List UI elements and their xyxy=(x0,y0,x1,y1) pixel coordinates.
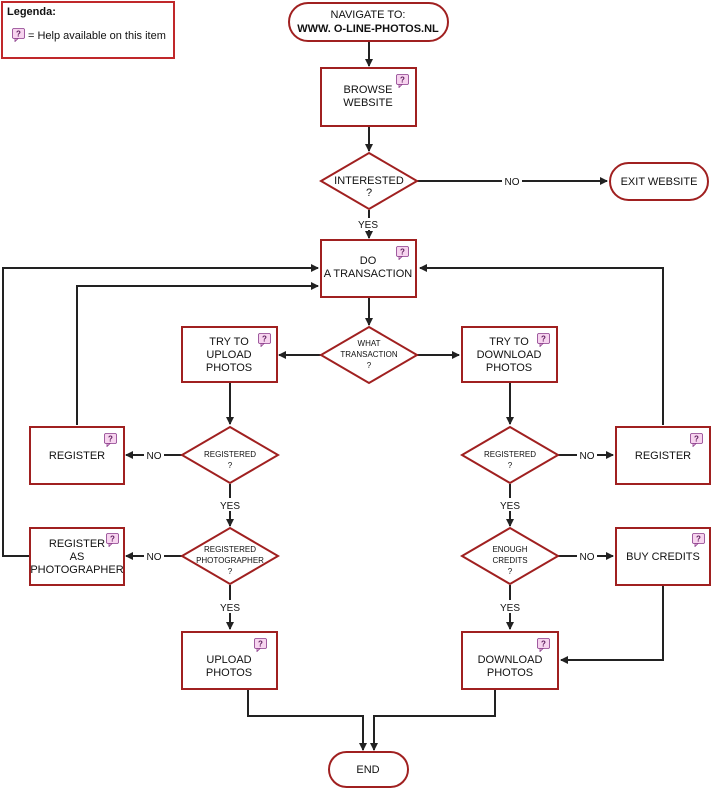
node-registered-photographer: REGISTERED PHOTOGRAPHER ? xyxy=(180,526,280,586)
edges xyxy=(2,41,664,751)
edge-register-right-transaction xyxy=(419,264,664,425)
svg-text:DO: DO xyxy=(360,255,377,267)
node-browse: BROWSE WEBSITE xyxy=(320,67,417,127)
label-no-exit: NO xyxy=(505,177,520,188)
svg-text:REGISTERED: REGISTERED xyxy=(484,450,536,459)
svg-text:CREDITS: CREDITS xyxy=(492,556,527,565)
node-register-right: REGISTER xyxy=(615,426,711,485)
label-yes-registered-right: YES xyxy=(500,501,520,512)
svg-text:TRY TO: TRY TO xyxy=(489,336,529,348)
label-yes-photog: YES xyxy=(220,603,240,614)
label-yes-credits: YES xyxy=(500,603,520,614)
svg-text:PHOTOS: PHOTOS xyxy=(486,362,532,374)
svg-text:INTERESTED: INTERESTED xyxy=(334,175,404,187)
node-upload: UPLOAD PHOTOS xyxy=(181,631,278,690)
svg-text:A TRANSACTION: A TRANSACTION xyxy=(324,268,412,280)
svg-text:REGISTERED: REGISTERED xyxy=(204,450,256,459)
svg-text:NAVIGATE TO:: NAVIGATE TO: xyxy=(331,9,406,21)
svg-text:UPLOAD: UPLOAD xyxy=(206,654,251,666)
node-transaction: DO A TRANSACTION xyxy=(320,239,417,298)
node-try-upload: TRY TO UPLOAD PHOTOS xyxy=(181,326,278,383)
svg-text:TRY TO: TRY TO xyxy=(209,336,249,348)
legend-title: Legenda: xyxy=(7,6,56,18)
node-navigate: NAVIGATE TO: WWW. O-LINE-PHOTOS.NL xyxy=(288,2,449,42)
node-enough-credits: ENOUGH CREDITS ? xyxy=(460,526,560,586)
node-register-left: REGISTER xyxy=(29,426,125,485)
legend-help-text: = Help available on this item xyxy=(28,30,166,42)
legend: Legenda: = Help available on this item xyxy=(1,1,175,59)
svg-text:?: ? xyxy=(228,461,233,470)
svg-text:TRANSACTION: TRANSACTION xyxy=(340,350,398,359)
svg-text:PHOTOS: PHOTOS xyxy=(206,362,252,374)
node-try-download: TRY TO DOWNLOAD PHOTOS xyxy=(461,326,558,383)
svg-text:PHOTOS: PHOTOS xyxy=(206,667,252,679)
node-exit: EXIT WEBSITE xyxy=(609,162,709,201)
svg-text:REGISTERED: REGISTERED xyxy=(204,545,256,554)
svg-text:REGISTER: REGISTER xyxy=(49,538,105,550)
edge-upload-end xyxy=(247,690,367,751)
node-registered-right: REGISTERED ? xyxy=(460,425,560,485)
svg-text:?: ? xyxy=(367,361,372,370)
svg-text:WWW. O-LINE-PHOTOS.NL: WWW. O-LINE-PHOTOS.NL xyxy=(297,23,439,35)
node-download: DOWNLOAD PHOTOS xyxy=(461,631,559,690)
edge-labels: NO YES NO YES NO YES NO YES NO YES xyxy=(144,174,597,614)
svg-text:DOWNLOAD: DOWNLOAD xyxy=(477,349,542,361)
svg-text:PHOTOGRAPHER: PHOTOGRAPHER xyxy=(30,564,123,576)
node-what-transaction: WHAT TRANSACTION ? xyxy=(319,325,419,385)
node-register-photographer: REGISTER AS PHOTOGRAPHER xyxy=(29,527,125,586)
edge-register-photog-transaction xyxy=(2,264,319,557)
legend-box xyxy=(1,1,175,59)
svg-text:BROWSE: BROWSE xyxy=(344,84,393,96)
svg-text:ENOUGH: ENOUGH xyxy=(492,545,527,554)
node-end: END xyxy=(328,751,409,788)
svg-text:?: ? xyxy=(508,567,513,576)
edge-download-end xyxy=(370,690,496,751)
label-no-registered-left: NO xyxy=(147,451,162,462)
svg-text:UPLOAD: UPLOAD xyxy=(206,349,251,361)
label-yes-interested: YES xyxy=(358,220,378,231)
node-registered-left: REGISTERED ? xyxy=(180,425,280,485)
edge-buy-download xyxy=(560,585,664,664)
label-yes-registered-left: YES xyxy=(220,501,240,512)
label-no-photog: NO xyxy=(147,552,162,563)
svg-text:EXIT WEBSITE: EXIT WEBSITE xyxy=(621,176,698,188)
svg-text:BUY CREDITS: BUY CREDITS xyxy=(626,551,700,563)
label-no-credits: NO xyxy=(580,552,595,563)
label-no-registered-right: NO xyxy=(580,451,595,462)
svg-text:AS: AS xyxy=(70,551,85,563)
node-buy-credits: BUY CREDITS xyxy=(615,527,711,586)
svg-text:WEBSITE: WEBSITE xyxy=(343,97,393,109)
svg-text:WHAT: WHAT xyxy=(358,339,381,348)
svg-text:PHOTOGRAPHER: PHOTOGRAPHER xyxy=(196,556,264,565)
svg-text:?: ? xyxy=(366,187,372,199)
svg-text:REGISTER: REGISTER xyxy=(635,450,691,462)
node-interested: INTERESTED ? xyxy=(319,151,419,211)
svg-text:REGISTER: REGISTER xyxy=(49,450,105,462)
svg-text:PHOTOS: PHOTOS xyxy=(487,667,533,679)
edge-register-left-transaction xyxy=(76,282,319,425)
svg-text:DOWNLOAD: DOWNLOAD xyxy=(478,654,543,666)
svg-text:?: ? xyxy=(508,461,513,470)
svg-text:?: ? xyxy=(228,567,233,576)
svg-text:END: END xyxy=(356,764,379,776)
